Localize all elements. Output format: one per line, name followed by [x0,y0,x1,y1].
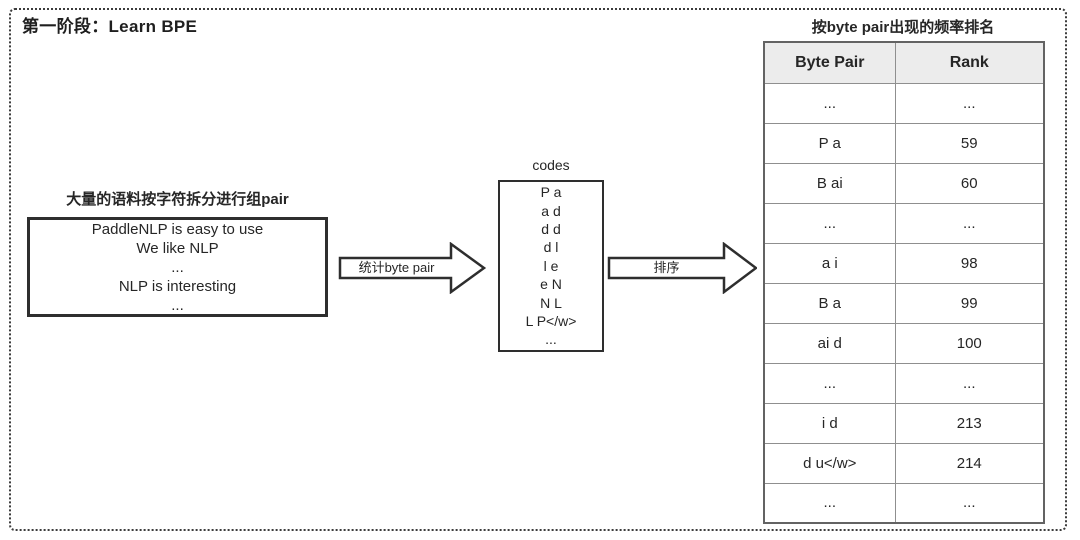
codes-line: ... [545,331,557,348]
codes-line: d d [541,220,561,237]
header-byte-pair: Byte Pair [763,41,896,84]
rank-cell: 99 [894,282,1045,324]
codes-box-title: codes [532,157,570,173]
corpus-box: PaddleNLP is easy to use We like NLP ...… [27,217,328,317]
byte-pair-cell: P a [763,122,896,164]
table-row: a i 98 [763,242,1045,284]
byte-pair-cell: d u</w> [763,442,896,484]
table-row: P a 59 [763,122,1045,164]
right-block-arrow-icon [607,242,757,294]
rank-cell: 98 [894,242,1045,284]
corpus-line: ... [171,258,184,276]
table-row: ... ... [763,482,1045,524]
byte-pair-cell: ... [763,482,896,524]
rank-table-title: 按byte pair出现的频率排名 [811,19,995,36]
arrow-sort-label: 排序 [653,260,680,275]
byte-pair-cell: ai d [763,322,896,364]
dotted-border-frame [9,8,1067,531]
rank-table: Byte Pair Rank ... ... P a 59 B ai 60 ..… [763,41,1045,524]
table-row: ... ... [763,82,1045,124]
rank-cell: 100 [894,322,1045,364]
corpus-line: ... [171,296,184,314]
byte-pair-cell: B a [763,282,896,324]
codes-box: P a a d d d d l l e e N N L L P</w> ... [498,180,604,352]
rank-cell: 59 [894,122,1045,164]
codes-line: a d [541,202,561,219]
corpus-line: PaddleNLP is easy to use [91,220,264,238]
table-row: B ai 60 [763,162,1045,204]
codes-line: l e [543,257,559,274]
rank-cell: ... [894,82,1045,124]
byte-pair-cell: ... [763,82,896,124]
byte-pair-cell: ... [763,362,896,404]
byte-pair-cell: i d [763,402,896,444]
page-title: 第一阶段：Learn BPE [22,17,198,36]
table-row: ai d 100 [763,322,1045,364]
table-row: ... ... [763,202,1045,244]
codes-line: d l [543,239,559,256]
codes-line: P a [540,184,562,201]
rank-cell: 60 [894,162,1045,204]
rank-cell: ... [894,362,1045,404]
arrow-sort: 排序 [607,242,757,294]
codes-line: L P</w> [525,313,577,330]
right-block-arrow-icon [338,242,487,294]
table-row: ... ... [763,362,1045,404]
corpus-line: NLP is interesting [118,277,237,295]
codes-line: N L [540,294,562,311]
rank-cell: ... [894,482,1045,524]
codes-line: e N [540,276,562,293]
byte-pair-cell: B ai [763,162,896,204]
header-rank: Rank [894,41,1045,84]
table-row: d u</w> 214 [763,442,1045,484]
rank-table-header-row: Byte Pair Rank [763,41,1045,84]
corpus-line: We like NLP [136,239,219,257]
table-row: i d 213 [763,402,1045,444]
rank-cell: 213 [894,402,1045,444]
table-row: B a 99 [763,282,1045,324]
byte-pair-cell: a i [763,242,896,284]
rank-cell: ... [894,202,1045,244]
arrow-count-label: 统计byte pair [358,260,435,275]
corpus-label: 大量的语料按字符拆分进行组pair [66,191,289,208]
rank-cell: 214 [894,442,1045,484]
arrow-count-byte-pair: 统计byte pair [338,242,488,294]
byte-pair-cell: ... [763,202,896,244]
